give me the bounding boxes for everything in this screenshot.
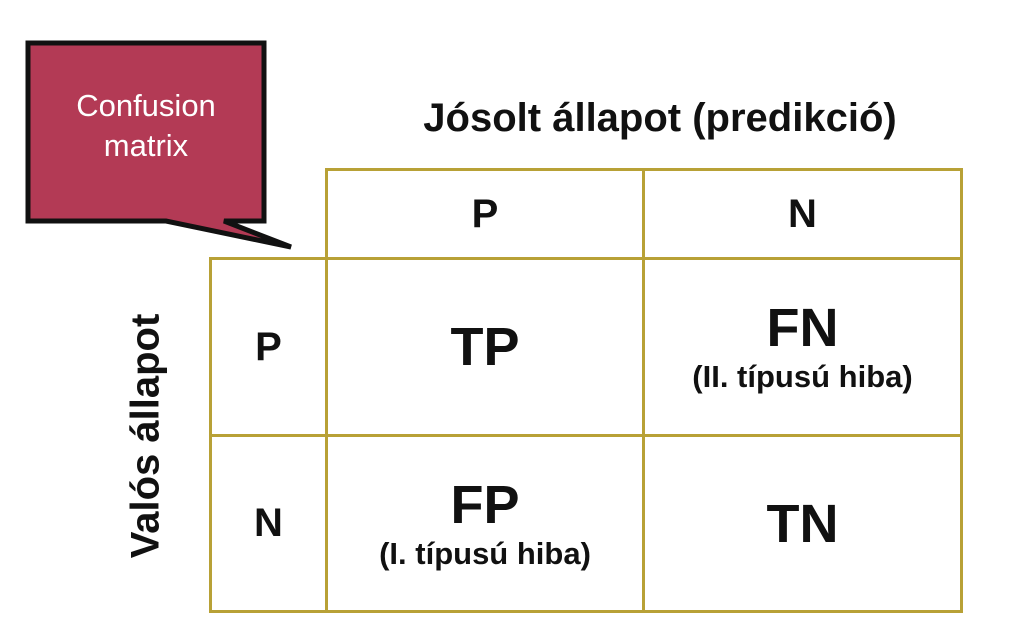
cell-fp-label: FP: [450, 474, 520, 535]
cell-fn-note: (II. típusú hiba): [692, 359, 913, 394]
predicted-header-n: N: [642, 168, 963, 260]
actual-axis-title: Valós állapot: [123, 313, 168, 559]
predicted-label-p: P: [471, 191, 499, 236]
cell-fn: FN (II. típusú hiba): [642, 257, 963, 437]
callout-label: Confusion matrix: [30, 86, 262, 166]
cell-tn-label: TN: [766, 493, 839, 554]
cell-fp: FP (I. típusú hiba): [325, 434, 645, 613]
callout-line-2: matrix: [103, 128, 189, 163]
predicted-axis-title: Jósolt állapot (predikció): [423, 96, 897, 140]
callout-line-1: Confusion: [76, 88, 216, 123]
actual-header-p: P: [209, 257, 328, 437]
predicted-label-n: N: [788, 191, 817, 236]
cell-fp-note: (I. típusú hiba): [379, 535, 591, 571]
actual-header-n: N: [209, 434, 328, 613]
actual-label-p: P: [255, 324, 282, 369]
cell-tp-label: TP: [450, 317, 520, 377]
actual-label-n: N: [254, 501, 283, 545]
cell-tp: TP: [325, 257, 645, 437]
cell-tn: TN: [642, 434, 963, 613]
predicted-header-p: P: [325, 168, 645, 260]
cell-fn-label: FN: [766, 298, 839, 358]
